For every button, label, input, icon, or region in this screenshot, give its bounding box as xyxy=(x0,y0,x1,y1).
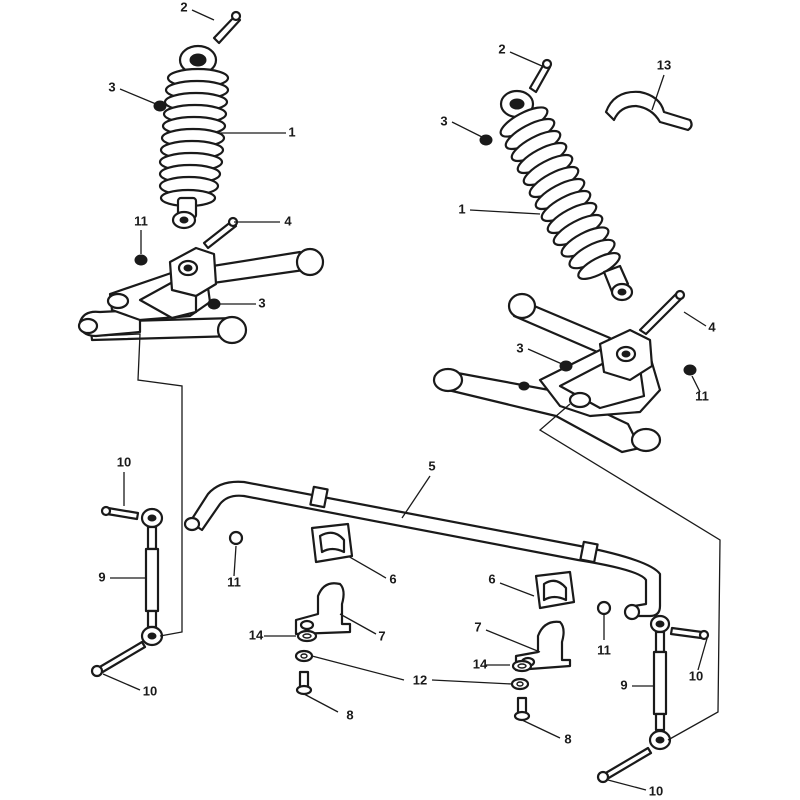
left-end-link xyxy=(90,505,244,678)
bracket-left xyxy=(294,582,352,636)
washer-hardware-left xyxy=(294,629,318,696)
left-a-arm xyxy=(77,216,325,345)
callout-10: 10 xyxy=(143,683,157,698)
callout-11: 11 xyxy=(695,388,709,403)
right-shock-absorber xyxy=(479,58,634,302)
callout-4: 4 xyxy=(284,213,292,228)
spanner-wrench-tool xyxy=(604,90,693,132)
bushing-right xyxy=(534,570,576,610)
callout-3: 3 xyxy=(516,340,523,355)
callout-3: 3 xyxy=(258,295,265,310)
left-shock-absorber xyxy=(153,10,242,230)
callout-8: 8 xyxy=(346,707,353,722)
callout-6: 6 xyxy=(488,571,495,586)
bushing-left xyxy=(310,522,354,564)
callout-3: 3 xyxy=(440,113,447,128)
callout-11: 11 xyxy=(134,213,148,228)
callout-6: 6 xyxy=(389,571,396,586)
callout-5: 5 xyxy=(428,458,435,473)
callout-labels: 2 3 1 11 4 3 2 13 3 1 4 3 11 5 10 9 11 6… xyxy=(98,0,716,798)
callout-11: 11 xyxy=(227,574,241,589)
callout-11: 11 xyxy=(597,642,611,657)
callout-12: 12 xyxy=(413,672,427,687)
callout-4: 4 xyxy=(708,319,716,334)
callout-3: 3 xyxy=(108,79,115,94)
callout-2: 2 xyxy=(180,0,187,14)
callout-10: 10 xyxy=(649,783,663,798)
callout-7: 7 xyxy=(378,628,385,643)
callout-2: 2 xyxy=(498,41,505,56)
right-end-link xyxy=(596,600,710,784)
callout-9: 9 xyxy=(98,569,105,584)
callout-9: 9 xyxy=(620,677,627,692)
callout-7: 7 xyxy=(474,619,481,634)
leader-lines xyxy=(102,9,709,791)
callout-13: 13 xyxy=(657,57,671,72)
stabilizer-bar xyxy=(183,480,662,621)
callout-1: 1 xyxy=(458,201,465,216)
right-a-arm xyxy=(432,289,697,454)
callout-10: 10 xyxy=(689,668,703,683)
callout-8: 8 xyxy=(564,731,571,746)
callout-10: 10 xyxy=(117,454,131,469)
assembly-guide-lines xyxy=(95,333,721,741)
callout-14: 14 xyxy=(249,627,264,642)
callout-1: 1 xyxy=(288,124,295,139)
callout-14: 14 xyxy=(473,656,488,671)
washer-hardware-right xyxy=(510,659,533,722)
